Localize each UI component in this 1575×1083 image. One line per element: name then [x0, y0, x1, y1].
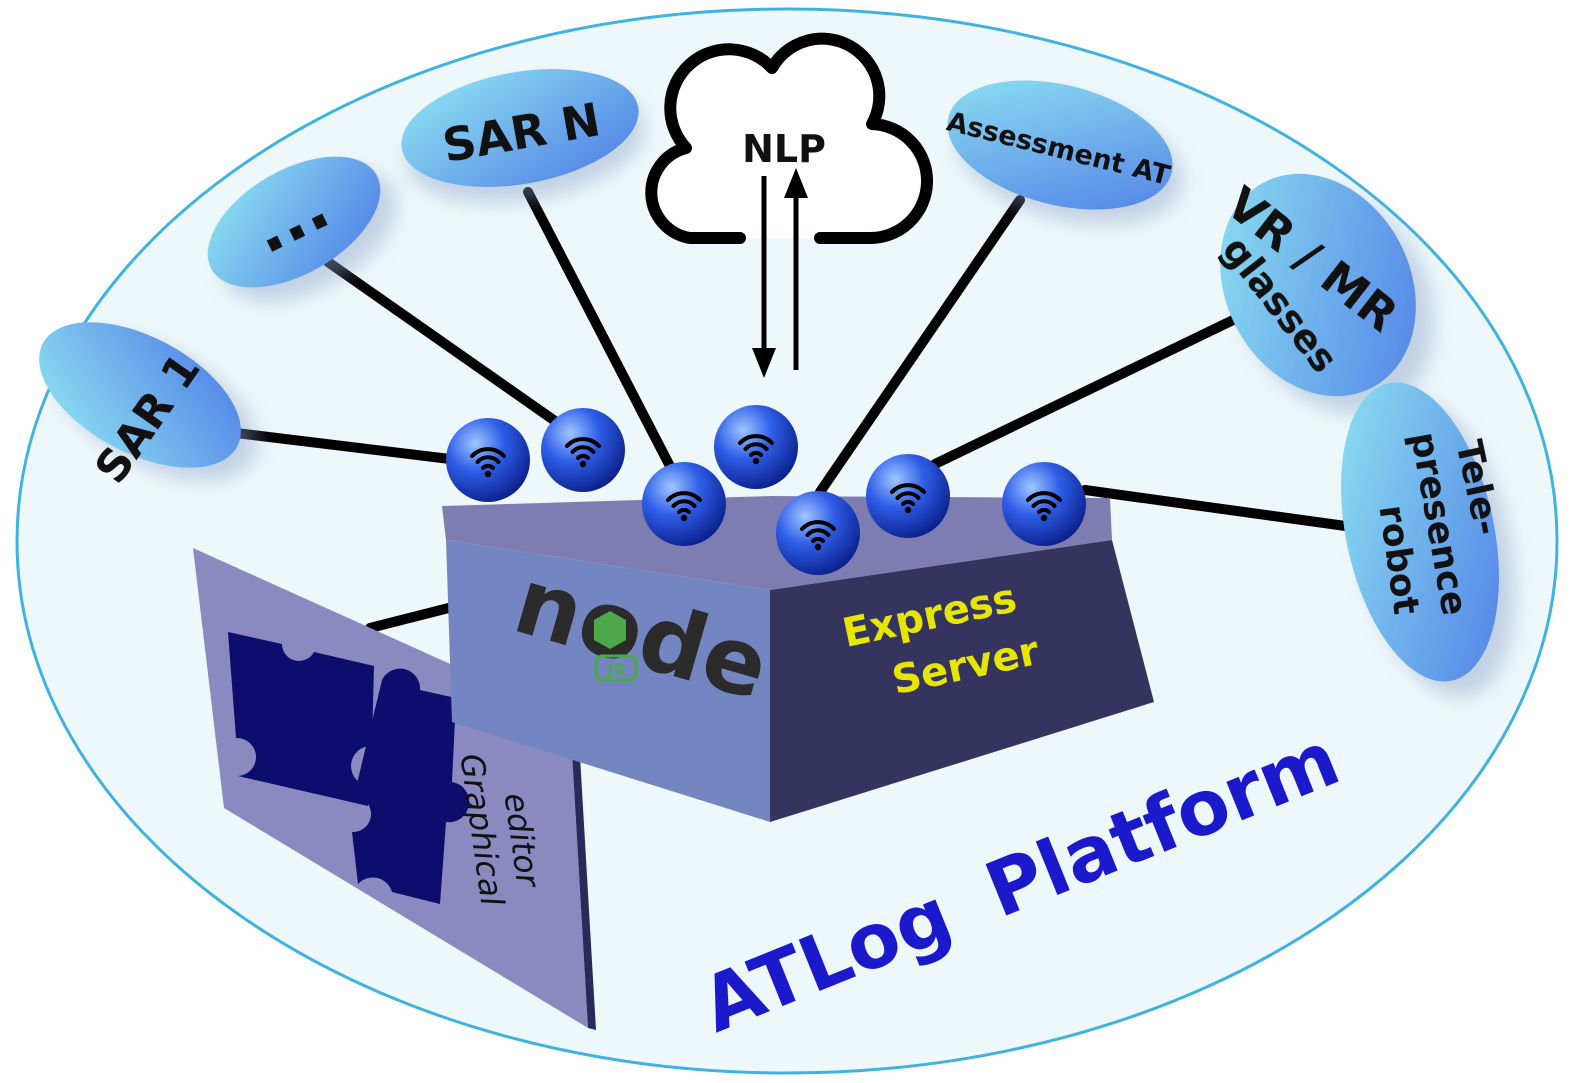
wifi-node	[714, 405, 798, 489]
node-logo-badge: JS	[606, 660, 624, 679]
assessment-node	[947, 80, 1173, 210]
nlp-label: NLP	[742, 127, 826, 171]
link-sarn	[523, 187, 677, 475]
sarn-node	[401, 69, 639, 187]
cloud-icon	[645, 32, 934, 245]
wifi-node	[642, 462, 726, 546]
wifi-node	[776, 491, 860, 575]
nlp-data-arrows	[752, 168, 808, 378]
wifi-node	[866, 454, 950, 538]
link-assessment	[815, 195, 1025, 497]
link-vr	[930, 303, 1263, 469]
telepresence-node	[1341, 382, 1499, 682]
sar1-node	[39, 322, 241, 468]
ellipsis-node	[207, 156, 381, 288]
wifi-node	[446, 418, 530, 502]
wifi-node	[1002, 462, 1086, 546]
vr-glasses-node	[1220, 173, 1416, 397]
link-ellipsis	[323, 257, 570, 433]
puzzle-icon	[228, 632, 470, 904]
link-tele	[1080, 485, 1365, 533]
wifi-node	[541, 408, 625, 492]
